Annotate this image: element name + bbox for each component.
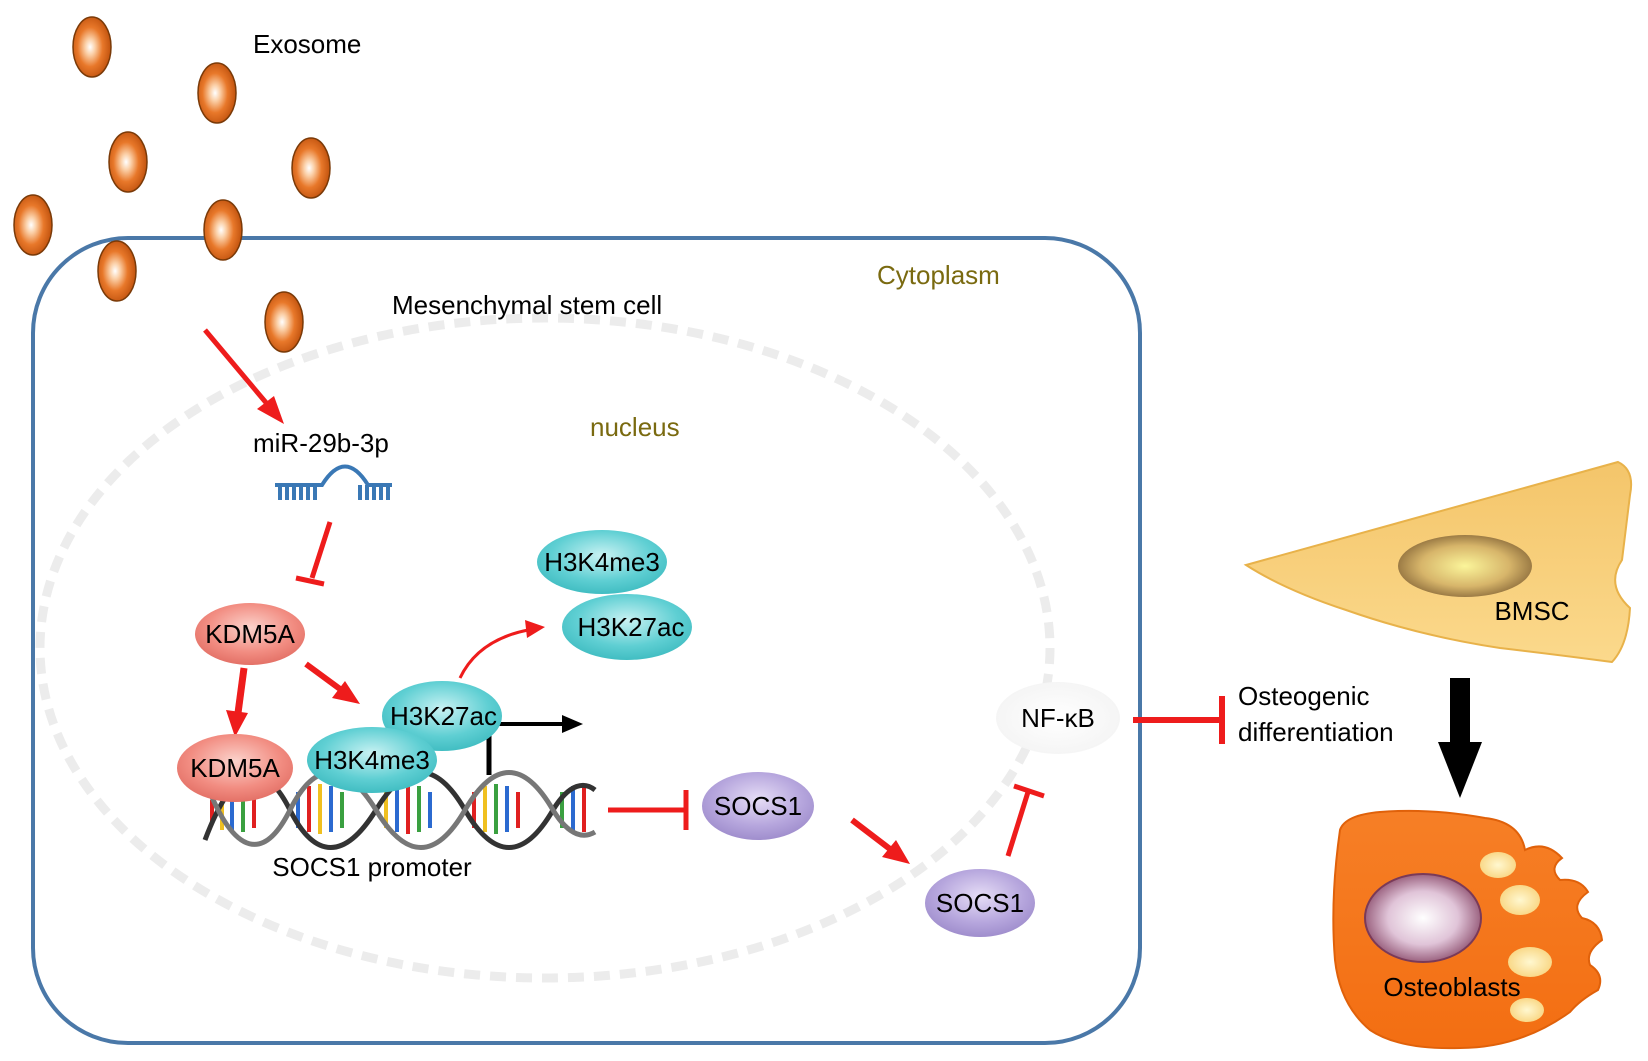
osteoblast-nucleus <box>1364 873 1482 963</box>
h3k27ac-free-label: H3K27ac <box>578 612 685 642</box>
osteogenic-label-line2: differentiation <box>1238 717 1394 747</box>
arrow-socs1-export <box>850 817 910 864</box>
arrow-kdm5a-down <box>226 667 248 737</box>
kdm5a-bound-protein <box>177 734 293 802</box>
exosome-particle <box>97 240 137 302</box>
osteoblast-vesicle <box>1508 947 1552 977</box>
transcription-start-arrow <box>486 715 583 775</box>
bmsc-nucleus <box>1398 535 1532 597</box>
socs1-nuclear-protein <box>702 772 814 840</box>
cytoplasm-label: Cytoplasm <box>877 260 1000 290</box>
h3k4me3-bound-label: H3K4me3 <box>314 745 430 775</box>
h3k27ac-bound-label: H3K27ac <box>390 701 497 731</box>
socs1-nuclear-label: SOCS1 <box>714 791 802 821</box>
osteoblast-vesicle <box>1480 852 1516 878</box>
arrow-exosome-to-mirna <box>203 328 284 424</box>
promoter-label: SOCS1 promoter <box>272 852 472 882</box>
cell-label: Mesenchymal stem cell <box>392 290 662 320</box>
arrow-kdm5a-to-histone <box>304 661 360 704</box>
exosome-particle <box>108 131 148 193</box>
h3k4me3-free-protein <box>537 530 667 594</box>
socs1-cyto-label: SOCS1 <box>936 888 1024 918</box>
exosome-particle <box>72 16 112 78</box>
kdm5a-free-label: KDM5A <box>205 619 295 649</box>
inhibit-promoter-to-socs1 <box>608 790 689 830</box>
h3k27ac-bound-protein <box>382 681 502 751</box>
osteoblast-vesicle <box>1510 998 1544 1022</box>
nucleus-envelope <box>35 313 1055 983</box>
nfkb-label: NF-κB <box>1021 703 1095 733</box>
exosome-particle <box>203 199 243 261</box>
exosomes <box>13 16 331 353</box>
mirna-label: miR-29b-3p <box>253 428 389 458</box>
exosome-particle <box>13 194 53 256</box>
socs1-cyto-protein <box>925 869 1035 937</box>
exosome-particle <box>291 137 331 199</box>
osteoblast-vesicle <box>1500 885 1540 915</box>
osteoblast-cell <box>1332 809 1604 1050</box>
h3k27ac-free-protein <box>562 594 692 660</box>
arrow-histone-release <box>458 620 545 679</box>
nucleus-label: nucleus <box>590 412 680 442</box>
bmsc-cell <box>1243 460 1633 664</box>
inhibit-mirna-to-kdm5a <box>295 521 333 587</box>
h3k4me3-bound-protein <box>307 727 437 793</box>
h3k4me3-free-label: H3K4me3 <box>544 547 660 577</box>
exosome-particle <box>197 62 237 124</box>
kdm5a-bound-label: KDM5A <box>190 753 280 783</box>
exosome-label: Exosome <box>253 29 361 59</box>
inhibit-nfkb-to-osteogenesis <box>1133 696 1225 744</box>
inhibit-socs1-to-nfkb <box>1005 783 1045 857</box>
mirna-icon <box>275 464 392 500</box>
kdm5a-free-protein <box>195 603 305 665</box>
osteoblasts-label: Osteoblasts <box>1383 972 1520 1002</box>
nfkb-protein <box>996 682 1120 754</box>
exosome-particle <box>264 291 304 353</box>
cell-membrane <box>31 236 1142 1045</box>
osteogenic-label-line1: Osteogenic <box>1238 681 1370 711</box>
bmsc-label: BMSC <box>1494 596 1569 626</box>
differentiation-arrow <box>1438 678 1482 798</box>
